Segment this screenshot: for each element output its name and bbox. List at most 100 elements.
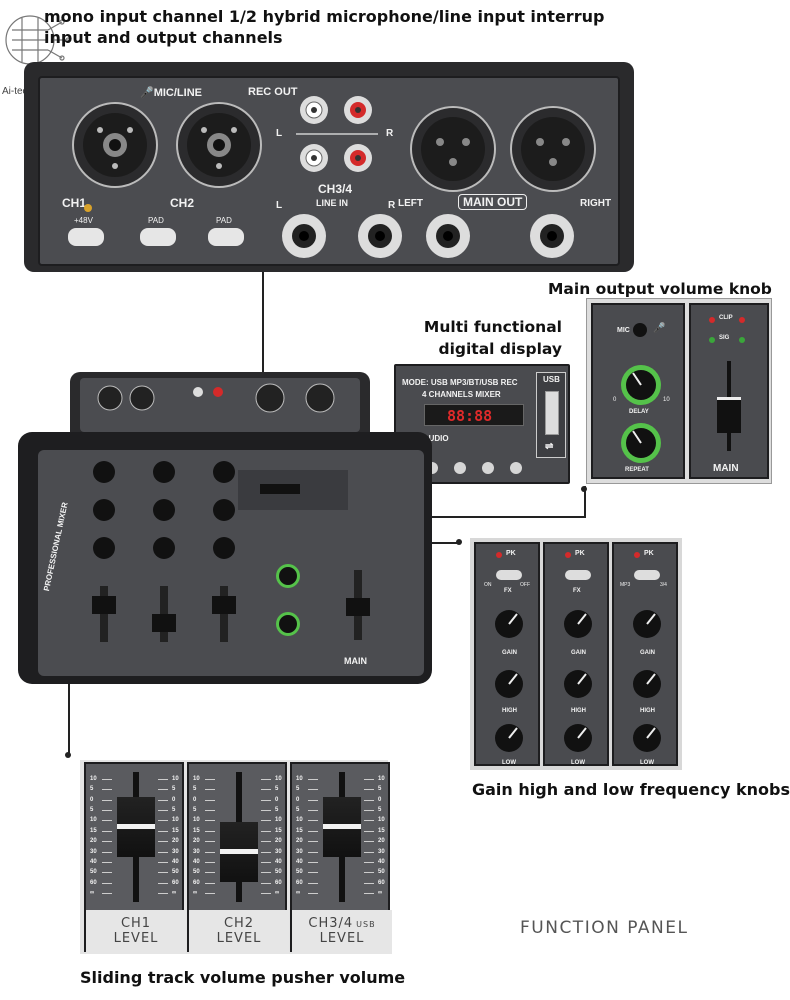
fader-tick <box>261 861 271 863</box>
fader-scale-l: 0 <box>296 796 300 803</box>
fx-switch-1[interactable] <box>496 570 522 580</box>
xlr-main-out-left[interactable] <box>408 104 498 194</box>
fader-tick <box>364 779 374 780</box>
fader-scale-r: ∞ <box>378 890 383 896</box>
fader-scale-l: 40 <box>296 858 303 865</box>
fader-tick <box>364 810 374 812</box>
fader-tick <box>261 820 271 822</box>
fx-on-label-1: ON <box>484 582 492 588</box>
usb-port[interactable] <box>545 391 559 435</box>
fader-scale-r: 15 <box>172 827 179 834</box>
source-switch-3[interactable] <box>634 570 660 580</box>
fader-scale-l: ∞ <box>193 890 198 896</box>
fader-scale-r: 10 <box>275 817 282 824</box>
fader-scale-l: ∞ <box>90 890 95 896</box>
mixer-rear-jacks-icon <box>97 383 335 413</box>
line-in-jacks[interactable] <box>278 212 418 266</box>
fader-tick <box>308 841 318 843</box>
fader-scale-l: 15 <box>193 827 200 834</box>
fader-tick <box>364 789 374 791</box>
fader-scale-r: 60 <box>172 879 179 886</box>
repeat-knob[interactable] <box>617 419 665 467</box>
fader-level-label: LEVEL <box>216 931 262 946</box>
fader-tick <box>308 893 318 894</box>
fader-scale-r: ∞ <box>172 890 177 896</box>
fader-tick <box>158 799 168 801</box>
fader-tick <box>261 893 271 894</box>
fader-tick <box>308 861 318 863</box>
fader-tick <box>158 893 168 894</box>
fader-tick <box>158 789 168 791</box>
xlr-combo-jack-ch1[interactable] <box>70 100 160 190</box>
ch34-switch-label: 3/4 <box>660 582 667 588</box>
connector-line-main-knob-v <box>584 486 586 518</box>
fader-handle[interactable] <box>220 822 258 883</box>
fx-switch-2[interactable] <box>565 570 591 580</box>
rca-rec-out-jacks[interactable] <box>292 92 382 182</box>
eq-knobs-1[interactable] <box>489 608 529 768</box>
display-button-3[interactable] <box>482 462 494 474</box>
fader-scale-l: 5 <box>90 786 94 793</box>
mixer-rear-face <box>80 378 360 432</box>
fader-tick <box>308 882 318 884</box>
fader-tick <box>261 830 271 832</box>
fader-tick <box>308 799 318 801</box>
low-label-2: LOW <box>571 760 585 766</box>
fader-tick <box>102 820 112 822</box>
pad1-button[interactable] <box>140 228 176 246</box>
mixer-display-screen <box>260 484 300 494</box>
fader-channel-sub: USB <box>356 920 376 929</box>
fader-tick <box>158 830 168 832</box>
mic-jack[interactable] <box>633 323 647 337</box>
fader-tick <box>364 851 374 853</box>
pk-led-1 <box>496 552 502 558</box>
xlr-combo-jack-ch2[interactable] <box>174 100 264 190</box>
fader-tick <box>364 799 374 801</box>
mixer-channel-knobs[interactable] <box>78 450 258 646</box>
fader-tick <box>205 841 215 843</box>
display-button-4[interactable] <box>510 462 522 474</box>
fader-tick <box>261 779 271 780</box>
line-in-l-label: L <box>276 200 283 211</box>
pad2-button[interactable] <box>208 228 244 246</box>
delay-label: DELAY <box>629 409 649 415</box>
fx-label-1: FX <box>504 588 512 594</box>
eq-knobs-3[interactable] <box>627 608 667 768</box>
main-out-jacks[interactable] <box>418 212 608 266</box>
fader-handle[interactable] <box>117 796 155 857</box>
display-button-2[interactable] <box>454 462 466 474</box>
connector-line-rear <box>262 272 264 376</box>
fader-scale-l: 30 <box>193 848 200 855</box>
fader-scale-r: 10 <box>378 776 385 782</box>
main-fader-handle[interactable] <box>717 397 741 433</box>
fader-handle[interactable] <box>323 796 361 857</box>
fader-tick <box>364 861 374 863</box>
fader-scale-l: 0 <box>193 796 197 803</box>
professional-mixer-label: PROFESSIONAL MIXER <box>42 501 70 592</box>
fader-scale-l: 10 <box>296 776 303 782</box>
mixer-body: PROFESSIONAL MIXER MAIN <box>18 432 432 684</box>
fader-scale-l: 20 <box>193 838 200 845</box>
rec-out-label: REC OUT <box>248 86 298 98</box>
fader-scale-l: 50 <box>296 869 303 876</box>
mixer-top-face: PROFESSIONAL MIXER MAIN <box>38 450 424 676</box>
mixer-main-fader[interactable] <box>346 598 370 616</box>
mixer-delay-knobs[interactable] <box>252 546 332 654</box>
fader-tick <box>364 820 374 822</box>
fader-scale-l: 10 <box>296 817 303 824</box>
delay-min: 0 <box>613 397 617 403</box>
gain-label-3: GAIN <box>640 650 655 656</box>
fader-tick <box>102 830 112 832</box>
xlr-main-out-right[interactable] <box>508 104 598 194</box>
main-knob-caption: Main output volume knob <box>548 280 772 298</box>
delay-knob[interactable] <box>617 361 665 409</box>
fader-scale-r: 60 <box>275 879 282 886</box>
usb-label: USB <box>543 375 560 384</box>
phantom-button[interactable] <box>68 228 104 246</box>
eq-knobs-2[interactable] <box>558 608 598 768</box>
eq-strip-1: PK ON OFF FX GAIN HIGH LOW <box>474 542 540 766</box>
fader-scale-r: 5 <box>172 807 176 814</box>
fader-tick <box>158 861 168 863</box>
